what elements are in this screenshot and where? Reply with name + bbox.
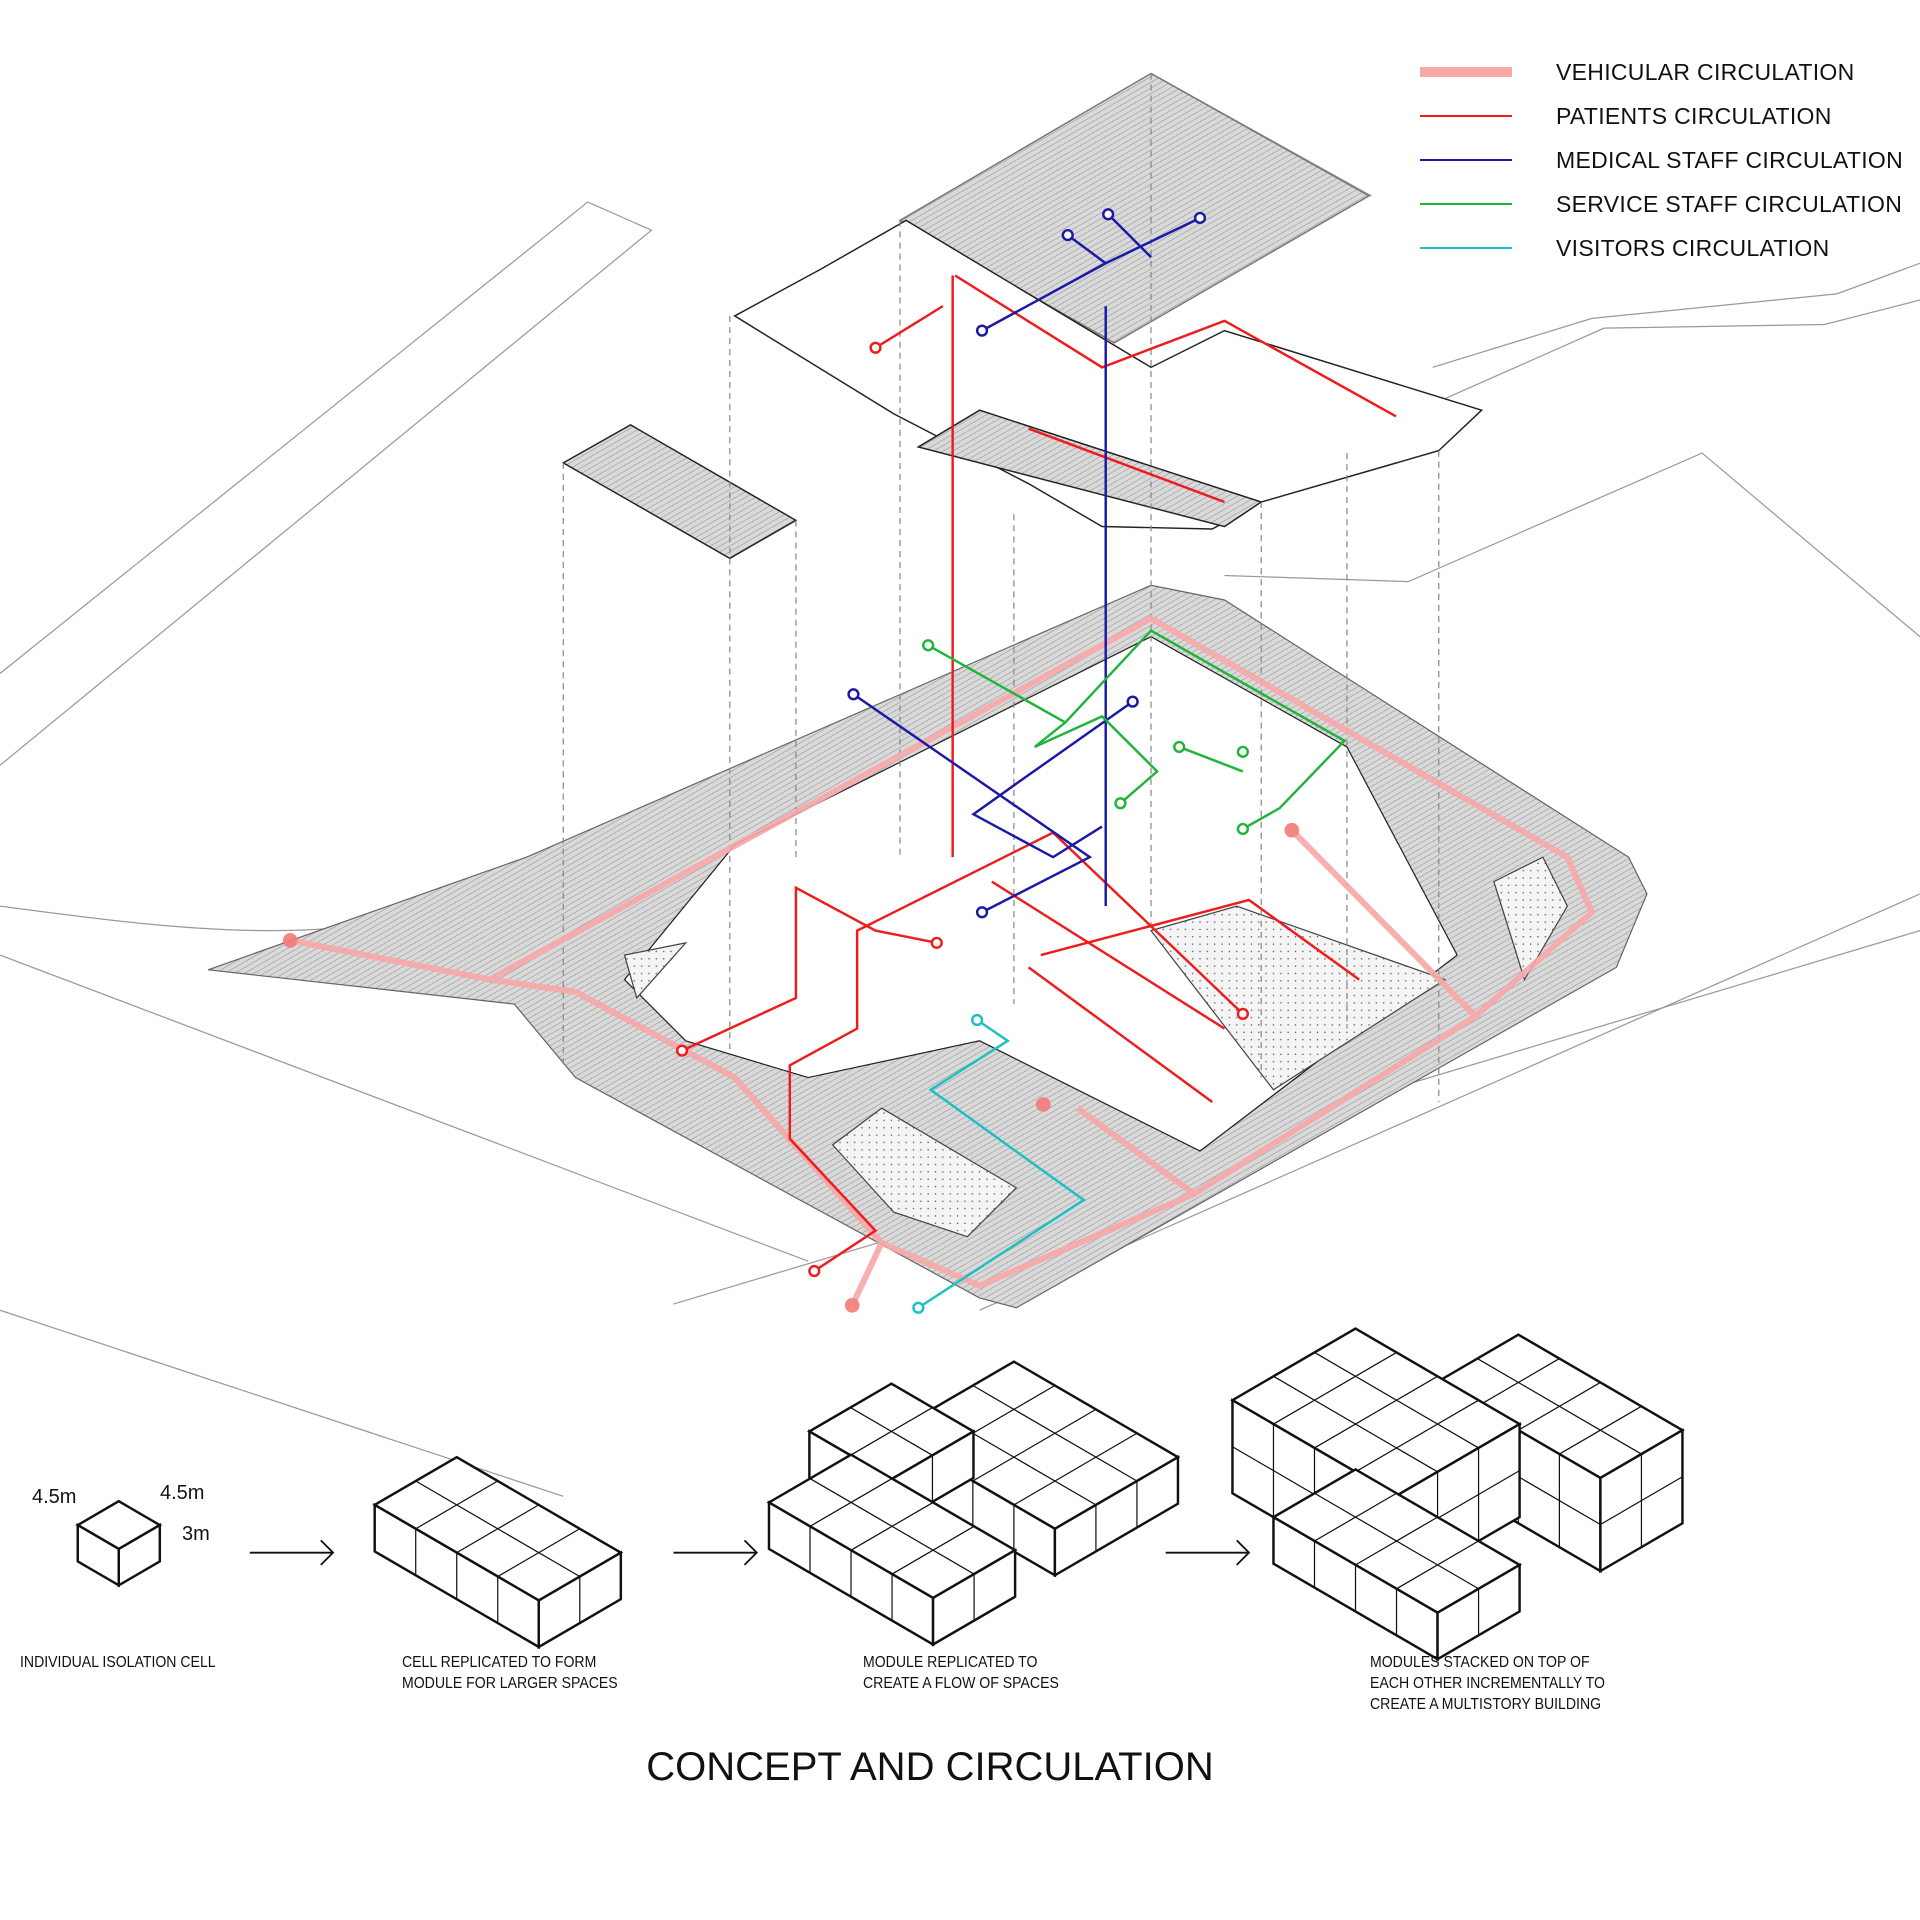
module-grid-line (1477, 1358, 1642, 1455)
medical-staff-circulation (847, 208, 1207, 919)
dimension-height: 3m (182, 1523, 210, 1545)
visitors-circulation (912, 1013, 1086, 1314)
caption-line: CREATE A MULTISTORY BUILDING (1370, 1696, 1602, 1713)
caption-line: INDIVIDUAL ISOLATION CELL (20, 1654, 216, 1671)
dimension-width: 4.5m (32, 1486, 77, 1508)
legend-swatch (1420, 67, 1512, 77)
caption-line: EACH OTHER INCREMENTALLY TO (1370, 1675, 1605, 1692)
legend-swatch (1420, 159, 1512, 161)
module-grid-line (972, 1384, 1138, 1482)
caption-line: CELL REPLICATED TO FORM (402, 1654, 597, 1671)
legend-swatch (1420, 115, 1512, 117)
module-grid-line (1314, 1351, 1479, 1449)
legend-item-service-staff: SERVICE STAFF CIRCULATION (1410, 182, 1903, 226)
arrows (249, 1539, 1251, 1566)
legend-item-medical-staff: MEDICAL STAFF CIRCULATION (1410, 138, 1903, 182)
projection-lines (562, 73, 1440, 1103)
module-right-face (117, 1522, 162, 1588)
module-grid-line (972, 1408, 1097, 1482)
caption-line: MODULE REPLICATED TO (863, 1654, 1038, 1671)
ground-floor-plate (207, 584, 1648, 1309)
caption-line: CREATE A FLOW OF SPACES (863, 1675, 1059, 1692)
dimension-depth: 4.5m (160, 1482, 205, 1504)
caption-line: MODULE FOR LARGER SPACES (402, 1675, 618, 1692)
caption-step2: CELL REPLICATED TO FORM MODULE FOR LARGER… (402, 1652, 618, 1694)
module-grid-line (850, 1407, 933, 1456)
caption-line: MODULES STACKED ON TOP OF (1370, 1654, 1590, 1671)
legend-swatch (1420, 203, 1512, 205)
module-grid-line (415, 1480, 581, 1578)
module-grid-line (1273, 1375, 1438, 1473)
patients-circulation (675, 274, 1397, 1278)
caption-step3: MODULE REPLICATED TO CREATE A FLOW OF SPA… (863, 1652, 1059, 1694)
upper-floor-plates (561, 72, 1484, 560)
legend-label: PATIENTS CIRCULATION (1556, 102, 1832, 129)
module-grid-line (1314, 1492, 1479, 1590)
module-grid-line (1013, 1432, 1138, 1506)
legend-item-visitors: VISITORS CIRCULATION (1410, 226, 1903, 270)
module-grid-line (809, 1478, 975, 1575)
legend-label: MEDICAL STAFF CIRCULATION (1556, 146, 1903, 173)
legend-item-patients: PATIENTS CIRCULATION (1410, 94, 1903, 138)
service-staff-circulation (922, 629, 1347, 836)
caption-step1: INDIVIDUAL ISOLATION CELL (20, 1652, 216, 1673)
module-grid-line (1314, 1375, 1438, 1449)
module-grid-line (1273, 1351, 1397, 1425)
legend-label: VISITORS CIRCULATION (1556, 234, 1830, 261)
legend: VEHICULAR CIRCULATION PATIENTS CIRCULATI… (1410, 50, 1903, 270)
module-diagrams (75, 1327, 1685, 1662)
page-title: CONCEPT AND CIRCULATION (646, 1745, 1214, 1789)
caption-step4: MODULES STACKED ON TOP OF EACH OTHER INCR… (1370, 1652, 1605, 1715)
legend-label: SERVICE STAFF CIRCULATION (1556, 190, 1903, 217)
legend-swatch (1420, 247, 1512, 249)
module-grid-line (1355, 1399, 1479, 1473)
legend-item-vehicular: VEHICULAR CIRCULATION (1410, 50, 1903, 94)
module-grid-line (1600, 1476, 1683, 1526)
legend-label: VEHICULAR CIRCULATION (1556, 58, 1855, 85)
